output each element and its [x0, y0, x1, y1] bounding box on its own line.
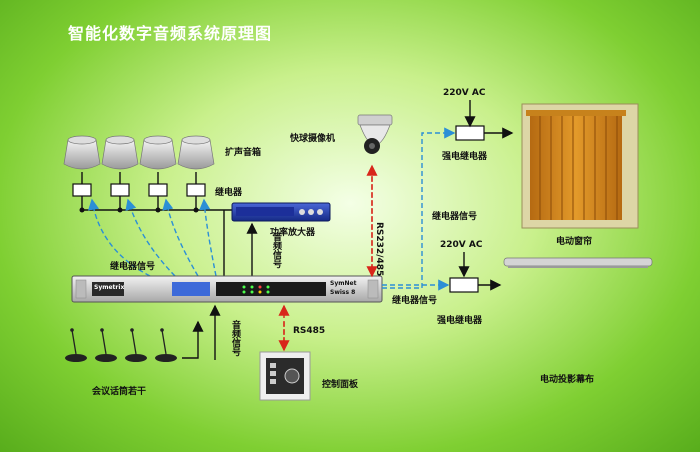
- amplifier-label: 功率放大器: [270, 228, 316, 238]
- control-panel-label: 控制面板: [322, 380, 359, 390]
- relay-box: [72, 183, 206, 197]
- dome-camera-label: 快球摄像机: [290, 134, 336, 144]
- conference-mic-icon: [65, 328, 87, 362]
- dsp-processor-icon: [71, 275, 383, 303]
- dsp-brand-label: Symetrix: [94, 284, 125, 291]
- dome-camera-icon: [357, 114, 393, 154]
- strong-relay-label-bottom: 强电继电器: [437, 316, 483, 326]
- dsp-model-label: SymNet: [330, 280, 357, 287]
- relay-signal-line-top: [382, 127, 456, 289]
- curtain-icon: [521, 103, 639, 229]
- voltage-label-mid: 220V AC: [440, 240, 483, 250]
- rs485-label: RS485: [293, 326, 326, 336]
- relay-signal-lines: [88, 198, 217, 277]
- relay-signal-label-right: 继电器信号: [432, 212, 478, 222]
- ceiling-speaker-icon: [63, 135, 101, 170]
- conference-mic-icon: [125, 328, 147, 362]
- control-panel-icon: [259, 351, 311, 401]
- ceiling-speaker-icon: [101, 135, 139, 170]
- strong-relay-box: [455, 125, 485, 141]
- ceiling-speaker-icon: [177, 135, 215, 170]
- voltage-label-top: 220V AC: [443, 88, 486, 98]
- relay-signal-label: 继电器信号: [110, 262, 156, 272]
- mic-audio-arrow: [182, 320, 204, 359]
- strong-relay-box: [449, 277, 479, 293]
- conference-mic-icon: [95, 328, 117, 362]
- mics-label: 会议话筒若干: [92, 387, 147, 397]
- power-amplifier-icon: [231, 202, 331, 222]
- rs232-label: RS232/485: [374, 222, 384, 277]
- junction-dots: [79, 207, 199, 213]
- speakers-label: 扩声音箱: [225, 148, 262, 158]
- audio-signal-label-2: 音频信号: [230, 320, 240, 356]
- projector-screen-icon: [503, 257, 653, 268]
- curtain-label: 电动窗帘: [556, 237, 593, 247]
- relay-label: 继电器: [215, 188, 243, 198]
- strong-relay-label-top: 强电继电器: [442, 152, 488, 162]
- projector-screen-label: 电动投影幕布: [540, 375, 595, 385]
- page-title: 智能化数字音频系统原理图: [68, 24, 273, 43]
- dsp-model-sublabel: Swiss 8: [330, 289, 356, 296]
- conference-mic-icon: [155, 328, 177, 362]
- audio-signal-label: 音频信号: [271, 232, 281, 268]
- relay-signal-label-bottom: 继电器信号: [392, 296, 438, 306]
- ceiling-speaker-icon: [139, 135, 177, 170]
